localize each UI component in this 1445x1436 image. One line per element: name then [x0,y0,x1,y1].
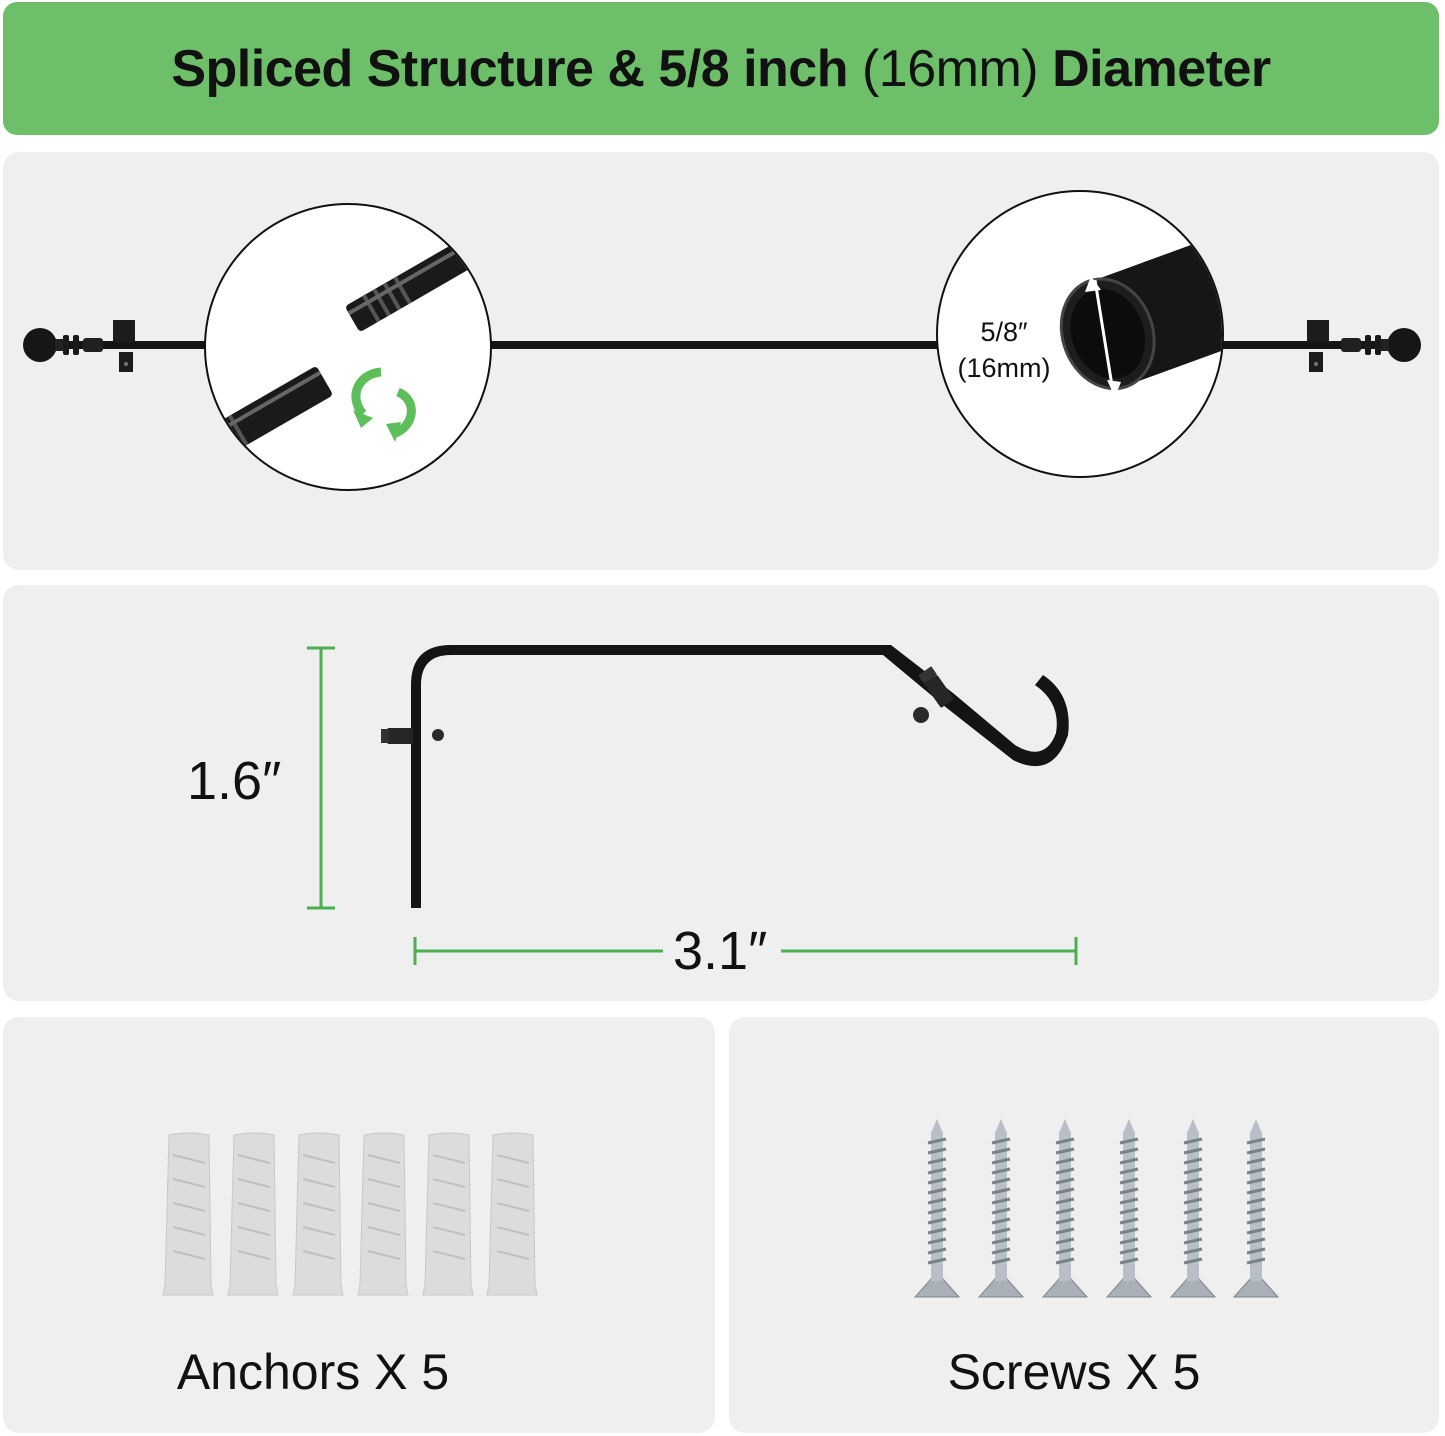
wall-anchor-3 [292,1132,344,1296]
wall-anchor-6 [486,1132,538,1296]
wall-anchor-2 [227,1132,279,1296]
left-finial [23,328,103,362]
right-rod-bracket [1307,320,1329,372]
wall-anchor-1 [162,1132,214,1296]
wall-anchor-5 [422,1132,474,1296]
right-finial [1341,328,1421,362]
screw-1 [913,1119,961,1298]
screw-3 [1041,1119,1089,1298]
width-dimension-line [413,937,1078,965]
height-dimension-line [307,646,335,910]
header-title-bold-1: Spliced Structure & 5/8 inch [171,39,848,98]
bracket-panel: 1.6″ 3.1″ [3,585,1439,1001]
screws-panel: Screws X 5 [729,1017,1439,1433]
left-rod-bracket [113,320,135,372]
diameter-label: 5/8″ (16mm) [943,314,1065,386]
screws-illustration [913,1119,1280,1298]
header-banner: Spliced Structure & 5/8 inch (16mm) Diam… [3,2,1439,135]
diameter-metric: (16mm) [957,353,1051,383]
rotate-arrows-icon [351,367,416,442]
anchors-caption: Anchors X 5 [176,1344,450,1400]
screw-6 [1232,1119,1280,1298]
header-title-regular: (16mm) [861,39,1039,98]
bracket-illustration [307,645,1078,965]
header-title-bold-2: Diameter [1052,39,1271,98]
height-label: 1.6″ [187,751,282,811]
screw-4 [1105,1119,1153,1298]
wall-anchor-4 [357,1132,409,1296]
anchors-illustration [162,1132,538,1296]
width-label: 3.1″ [673,921,768,981]
screw-5 [1169,1119,1217,1298]
splice-detail-circle [204,203,492,491]
curtain-rod-illustration [23,190,1421,491]
diameter-detail-circle [936,190,1224,478]
diameter-fraction: 5/8″ [980,317,1028,347]
screw-2 [977,1119,1025,1298]
screws-caption: Screws X 5 [947,1344,1201,1400]
curtain-bracket [381,645,1069,908]
rod-panel: 5/8″ (16mm) [3,152,1439,570]
anchors-panel: Anchors X 5 [3,1017,715,1433]
